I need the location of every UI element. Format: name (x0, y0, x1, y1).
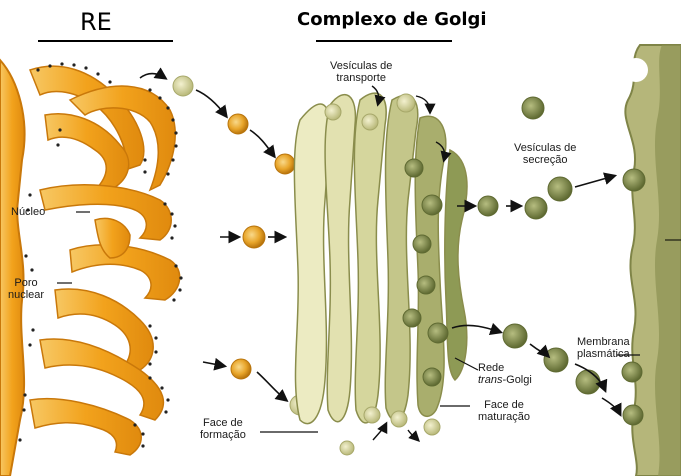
label-nuclear-pore: Poro nuclear (8, 277, 44, 301)
label-secretory-vesicles: Vesículas de secreção (514, 142, 576, 166)
nucleus-edge (0, 60, 25, 476)
golgi-title-underline (316, 40, 452, 42)
label-trans-face-line1: Face de (478, 399, 530, 411)
er-cisternae (30, 66, 180, 455)
transport-vesicles-er (173, 76, 310, 415)
label-trans-golgi-line1: Rede (478, 362, 532, 374)
label-nucleus: Núcleo (11, 206, 45, 218)
label-secretory-vesicles-line1: Vesículas de (514, 142, 576, 154)
label-secretory-vesicles-line2: secreção (514, 154, 576, 166)
label-cis-face-line2: formação (200, 429, 246, 441)
label-nuclear-pore-line1: Poro (8, 277, 44, 289)
label-cis-face: Face de formação (200, 417, 246, 441)
re-title: RE (80, 8, 112, 36)
label-trans-face: Face de maturação (478, 399, 530, 423)
label-transport-vesicles: Vesículas de transporte (330, 60, 392, 84)
label-transport-vesicles-line2: transporte (330, 72, 392, 84)
label-plasma-membrane: Membrana plasmática (577, 336, 630, 360)
label-trans-golgi-line2: trans-Golgi (478, 374, 532, 386)
golgi-title: Complexo de Golgi (297, 9, 487, 30)
label-cis-face-line1: Face de (200, 417, 246, 429)
label-nuclear-pore-line2: nuclear (8, 289, 44, 301)
re-title-underline (38, 40, 173, 42)
label-trans-golgi-rest: -Golgi (502, 374, 531, 386)
label-plasma-membrane-line2: plasmática (577, 348, 630, 360)
golgi-cisternae (294, 93, 467, 423)
label-transport-vesicles-line1: Vesículas de (330, 60, 392, 72)
label-plasma-membrane-line1: Membrana (577, 336, 630, 348)
label-trans-golgi-italic: trans (478, 374, 502, 386)
label-trans-golgi: Rede trans-Golgi (478, 362, 532, 386)
label-trans-face-line2: maturação (478, 411, 530, 423)
